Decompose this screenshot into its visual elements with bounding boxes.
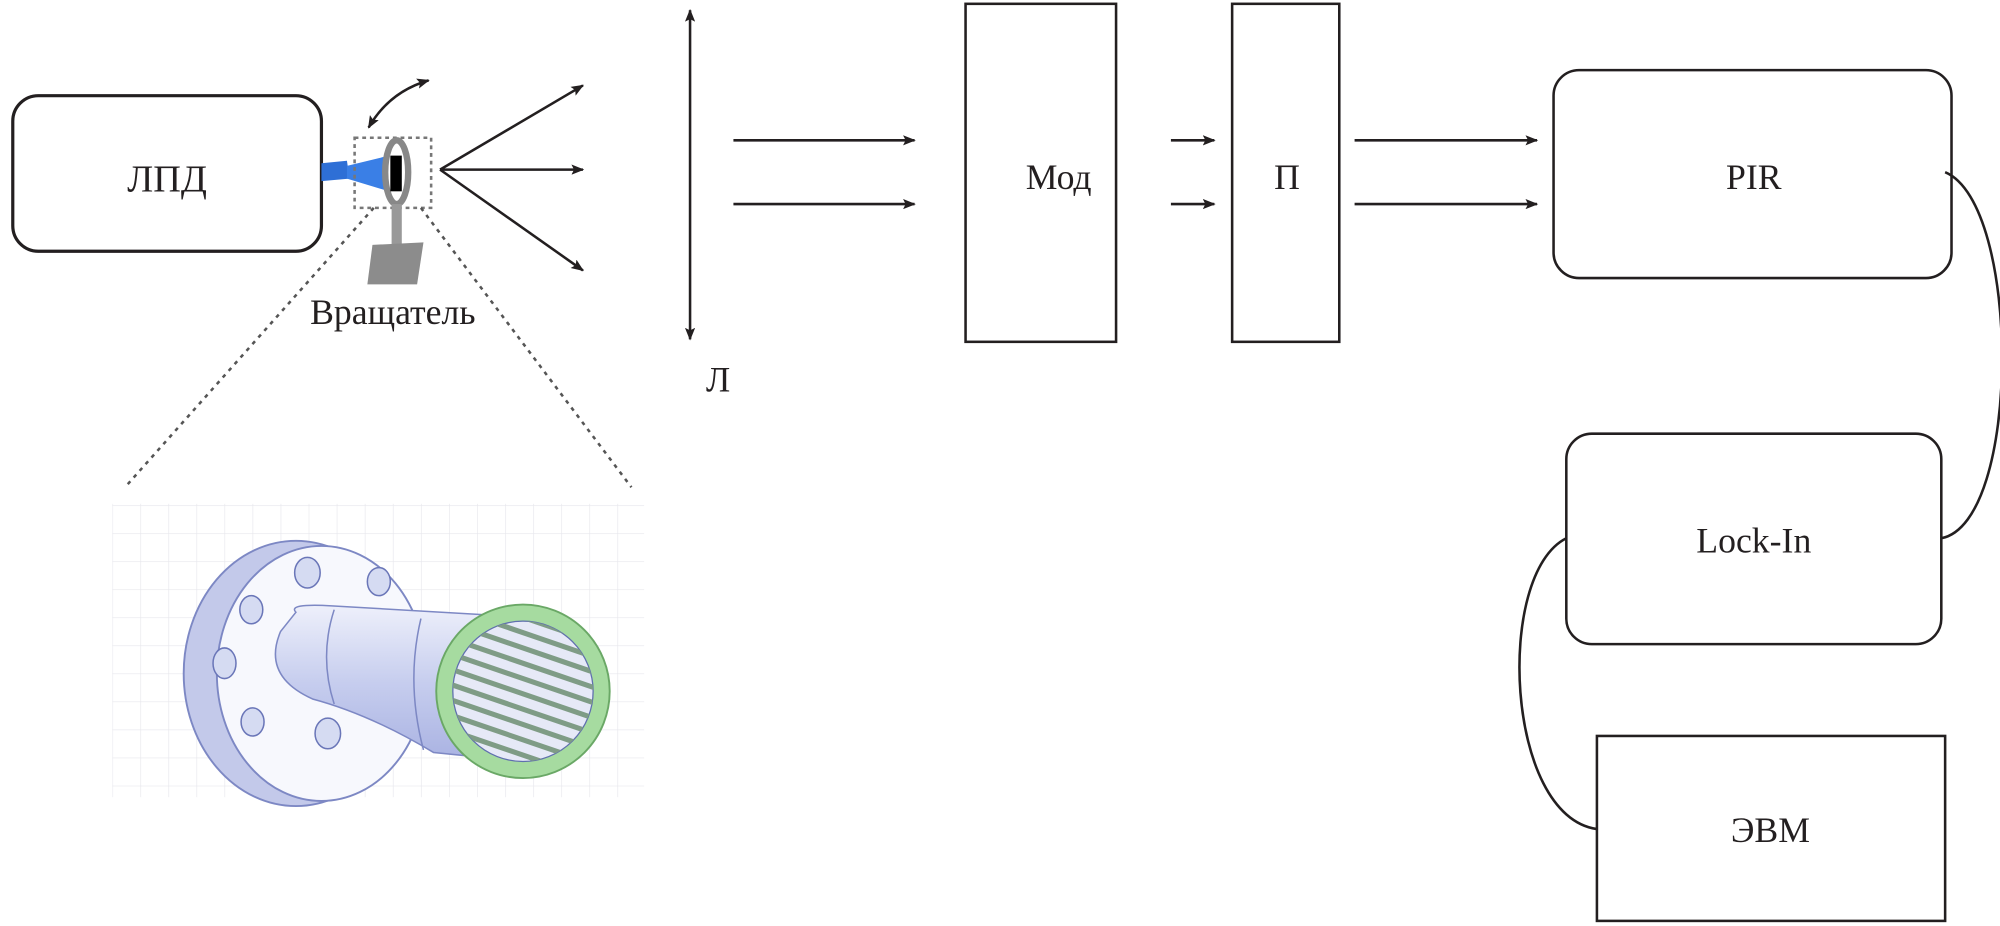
cable-lockin-computer (1518, 537, 1598, 831)
modulator-block: Мод (964, 2, 1118, 344)
rotator-3d-image (112, 503, 645, 808)
horn-icon (346, 155, 390, 192)
waveguide-icon (321, 160, 350, 182)
rotator-label: Вращатель (310, 292, 475, 332)
lockin-label: Lock-In (1696, 520, 1811, 560)
lens-label: Л (706, 360, 730, 400)
detector-label: PIR (1726, 157, 1782, 197)
laser-block: ЛПД (11, 94, 324, 253)
cable-pir-lockin (1941, 171, 2000, 540)
detector-block: PIR (1552, 68, 1953, 280)
polarizer-block: П (1230, 2, 1341, 344)
computer-block: ЭВМ (1595, 734, 1947, 923)
rotation-arrow-icon (367, 78, 430, 129)
polarizer-label: П (1274, 157, 1300, 197)
diverging-beam-arrows (439, 84, 585, 272)
lockin-block: Lock-In (1565, 432, 1943, 646)
zoom-line-right (419, 207, 633, 489)
beam-arrows (733, 135, 1539, 210)
computer-label: ЭВМ (1731, 810, 1810, 850)
laser-label: ЛПД (127, 158, 207, 200)
rotator-icon (353, 136, 433, 285)
modulator-label: Мод (1026, 157, 1092, 197)
